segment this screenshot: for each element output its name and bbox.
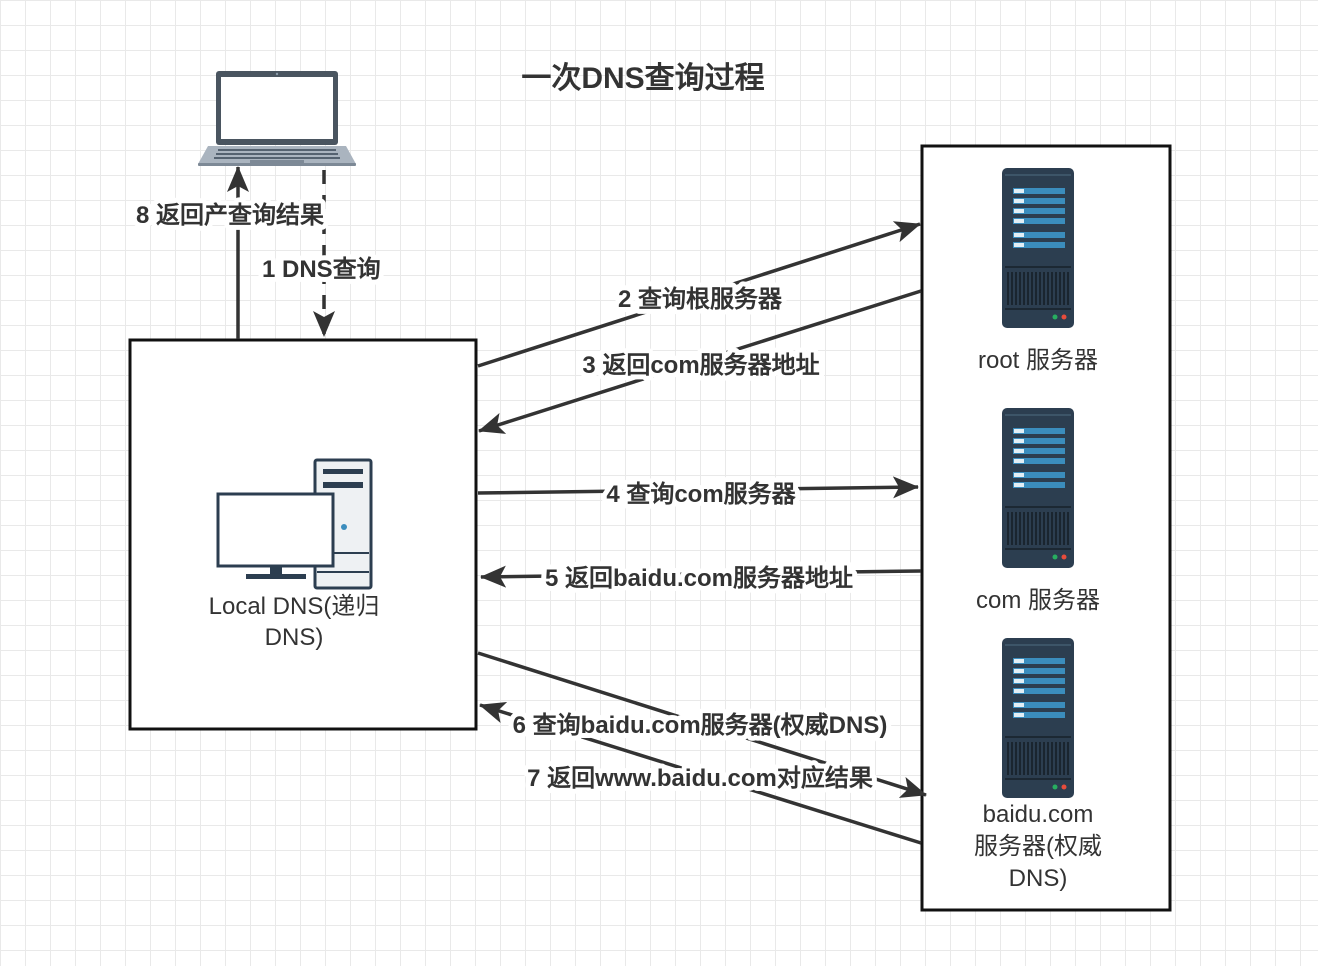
- arrow-step-4: [477, 476, 919, 499]
- step-7-label: 7 返回www.baidu.com对应结果: [527, 764, 873, 792]
- baidu-server-label: baidu.com: [983, 801, 1094, 828]
- local-dns-label: Local DNS(递归: [209, 593, 380, 620]
- step-3-label: 3 返回com服务器地址: [582, 351, 819, 379]
- step-4-label: 4 查询com服务器: [606, 480, 796, 508]
- arrow-step-5: [480, 565, 922, 588]
- baidu-server-icon: [1001, 637, 1075, 799]
- baidu-server-label: 服务器(权威: [974, 833, 1102, 860]
- com-server-icon: [1001, 407, 1075, 569]
- root-server-label: root 服务器: [978, 347, 1098, 374]
- com-server-label: com 服务器: [976, 587, 1100, 614]
- laptop-icon: [198, 71, 356, 166]
- arrow-step-2: [477, 221, 921, 368]
- step-5-label: 5 返回baidu.com服务器地址: [545, 564, 853, 592]
- desktop-computer-icon: [216, 458, 373, 590]
- root-server-icon: [1001, 167, 1075, 329]
- arrow-step-3: [478, 289, 922, 434]
- arrow-step-7: [479, 701, 922, 845]
- diagram-title: 一次DNS查询过程: [521, 62, 764, 95]
- step-1-label: 1 DNS查询: [262, 256, 381, 283]
- arrow-step-6: [477, 651, 927, 798]
- step-6-label: 6 查询baidu.com服务器(权威DNS): [513, 711, 888, 739]
- step-2-label: 2 查询根服务器: [618, 285, 783, 313]
- step-8-label: 8 返回产查询结果: [136, 201, 324, 229]
- local-dns-label: DNS): [265, 624, 324, 651]
- baidu-server-label: DNS): [1009, 865, 1068, 892]
